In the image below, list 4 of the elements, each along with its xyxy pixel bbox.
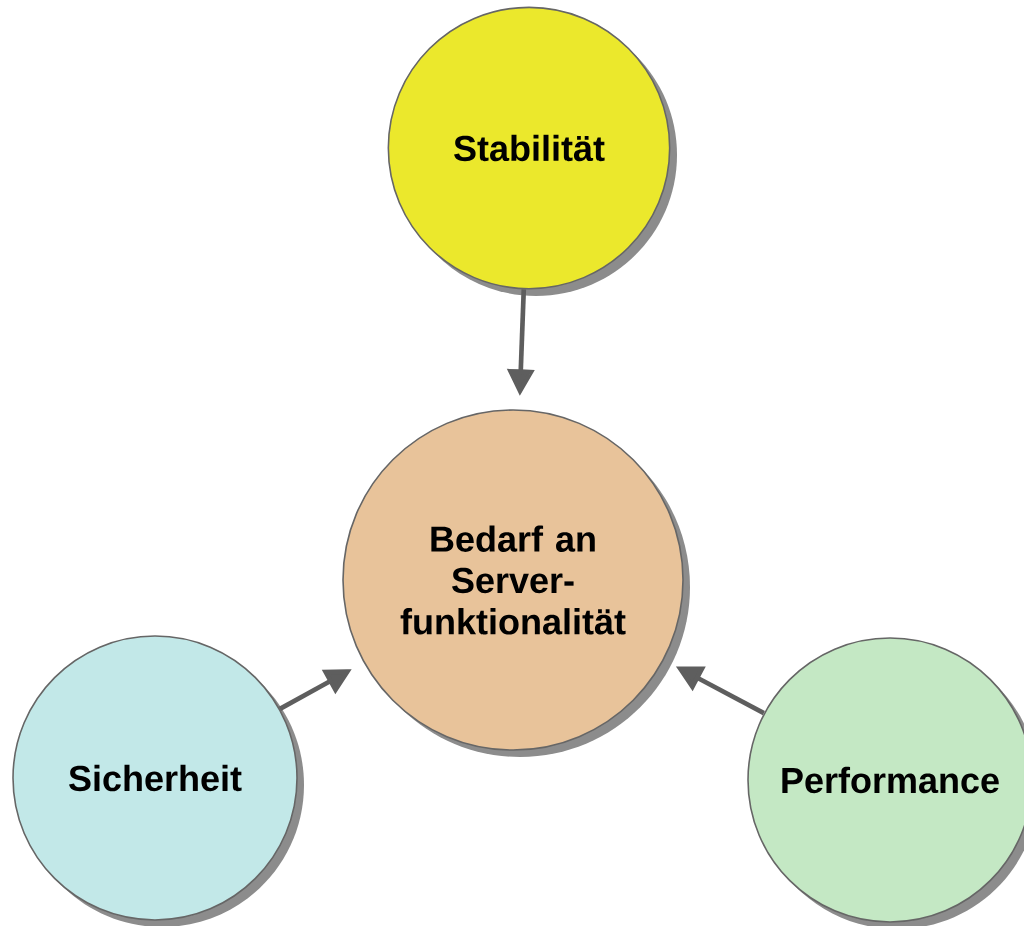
circle-node: Bedarf an Server-funktionalität — [342, 409, 690, 757]
circle-node: Sicherheit — [12, 635, 304, 926]
circle-node: Performance — [747, 637, 1024, 926]
circle-node: Stabilität — [387, 6, 677, 296]
